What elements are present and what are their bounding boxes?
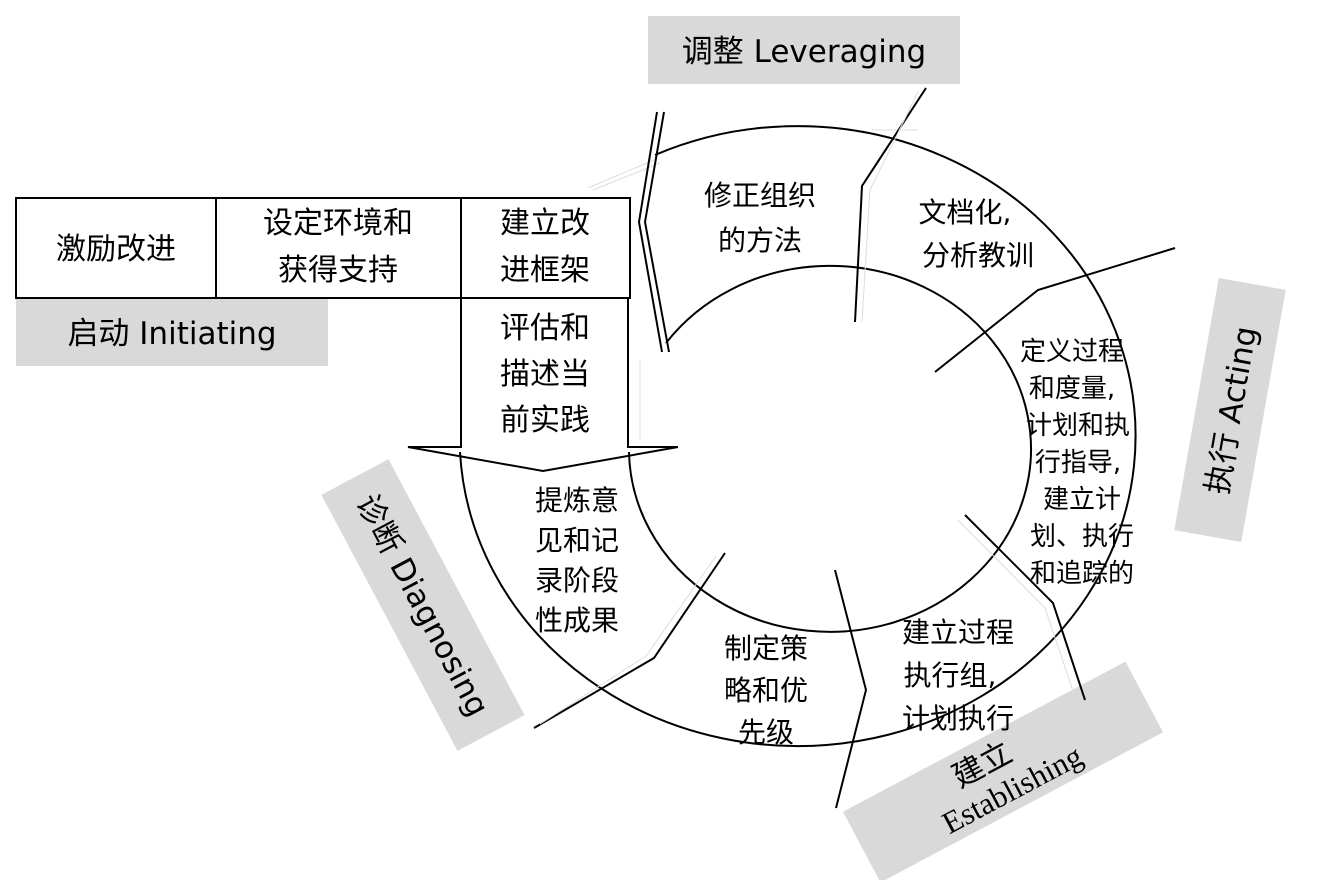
divider-leveraging-top	[854, 87, 927, 323]
cycle-ring	[459, 125, 1137, 748]
step-context-line-2: 获得支持	[278, 253, 398, 288]
inner-ring-arc	[628, 264, 1032, 633]
step-establish-team: 建立过程 执行组, 计划执行	[902, 616, 1014, 735]
step-revise-line-1: 修正组织	[704, 179, 816, 212]
step-define-line-4: 行指导,	[1035, 448, 1121, 478]
initiating-table-row	[15, 197, 631, 299]
step-strategy-line-2: 略和优	[724, 674, 808, 707]
step-define-line-3: 计划和执	[1026, 411, 1130, 441]
assess-down-arrow	[407, 298, 679, 473]
step-infrastructure-line-2: 进框架	[500, 253, 590, 288]
step-infrastructure-line-1: 建立改	[500, 206, 590, 241]
step-define-line-1: 定义过程	[1020, 337, 1124, 367]
step-strategy-line-3: 先级	[738, 716, 794, 749]
step-establish-team-line-3: 计划执行	[902, 702, 1014, 735]
step-context-line-1: 设定环境和	[263, 206, 413, 241]
step-define-line-6: 划、执行	[1030, 522, 1134, 552]
phase-label-leveraging: 调整 Leveraging	[648, 16, 960, 84]
phase-label-leveraging-text: 调整 Leveraging	[682, 34, 926, 70]
phase-label-acting: 执行 Acting	[1174, 278, 1286, 542]
step-document: 文档化, 分析教训	[919, 196, 1034, 272]
step-establish-team-line-1: 建立过程	[902, 616, 1014, 649]
phase-label-diagnosing: 诊断 Diagnosing	[321, 459, 525, 751]
step-recommend: 提炼意 见和记 录阶段 性成果	[535, 484, 619, 637]
phase-label-initiating-text: 启动 Initiating	[67, 316, 276, 352]
divider-strategy-recommend	[533, 552, 726, 729]
step-recommend-line-2: 见和记	[535, 524, 619, 557]
step-recommend-line-1: 提炼意	[535, 484, 619, 517]
step-revise-line-2: 的方法	[718, 224, 802, 257]
divider-ghost-lines	[539, 91, 1077, 725]
step-establish-team-line-2: 执行组,	[904, 659, 997, 692]
step-document-line-2: 分析教训	[922, 239, 1034, 272]
phase-label-initiating: 启动 Initiating	[16, 298, 328, 366]
cycle-dividers	[533, 87, 1176, 809]
outer-ring-arc	[459, 125, 1137, 748]
step-recommend-line-3: 录阶段	[535, 564, 619, 597]
step-assess-line-1: 评估和	[500, 311, 590, 346]
step-revise: 修正组织 的方法	[704, 179, 816, 257]
divider-document-define	[934, 247, 1176, 373]
step-define: 定义过程 和度量, 计划和执 行指导, 建立计 划、执行 和追踪的	[1020, 337, 1134, 589]
divider-acting-establishing	[964, 514, 1086, 701]
step-define-line-2: 和度量,	[1029, 374, 1115, 404]
step-strategy: 制定策 略和优 先级	[724, 632, 808, 749]
divider-establishing-strategy	[834, 569, 868, 809]
divider-left-entry	[643, 111, 670, 353]
step-strategy-line-1: 制定策	[724, 632, 808, 665]
step-define-line-7: 和追踪的	[1030, 559, 1134, 589]
step-assess-line-3: 前实践	[500, 403, 590, 438]
phase-label-establishing: 建立 Establishing	[842, 661, 1164, 880]
step-define-line-5: 建立计	[1043, 485, 1121, 515]
step-recommend-line-4: 性成果	[535, 604, 619, 637]
divider-left-entry-inner	[637, 111, 663, 353]
step-stimulus: 激励改进	[56, 232, 176, 267]
step-document-line-1: 文档化,	[919, 196, 1012, 229]
step-assess-line-2: 描述当	[500, 357, 590, 392]
initiating-table	[15, 197, 631, 299]
